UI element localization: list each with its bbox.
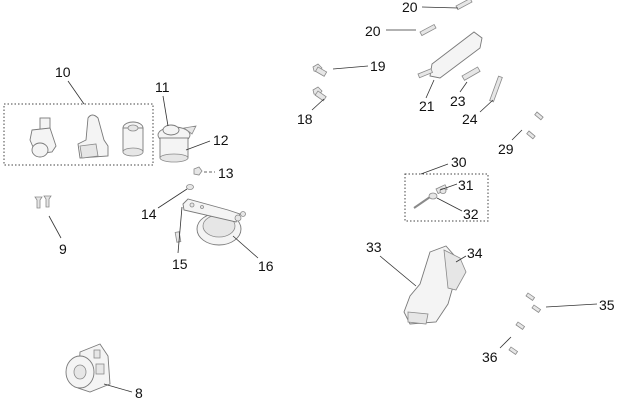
- spring-part-24: [489, 75, 503, 103]
- leader-12: [185, 140, 211, 151]
- screws-part-29: [526, 111, 544, 140]
- leader-23: [459, 81, 468, 93]
- cable-set-dashed-box: [404, 173, 489, 222]
- leader-33: [379, 255, 417, 287]
- lock-set-group: [3, 103, 154, 166]
- screws-part-36: [508, 321, 526, 356]
- callout-14: 14: [141, 206, 157, 222]
- callout-13: 13: [218, 165, 234, 181]
- leader-18: [311, 98, 325, 111]
- callout-33: 33: [366, 239, 382, 255]
- bracket-assembly-part-33: [403, 245, 467, 325]
- pin-part-20-upper: [455, 0, 473, 11]
- leader-19: [332, 65, 369, 70]
- callout-11: 11: [155, 79, 170, 95]
- bolt-part-18: [312, 86, 327, 102]
- callout-20-upper: 20: [402, 0, 418, 15]
- leader-24: [479, 99, 494, 113]
- callout-9: 9: [59, 241, 67, 257]
- leader-16: [232, 235, 259, 259]
- callout-20-lower: 20: [365, 23, 381, 39]
- leader-30: [420, 163, 449, 175]
- callout-23: 23: [450, 93, 466, 109]
- callout-8: 8: [135, 385, 143, 400]
- callout-31: 31: [458, 177, 474, 193]
- leader-31: [439, 183, 458, 191]
- callout-36: 36: [482, 349, 498, 365]
- leader-20-upper: [421, 6, 459, 9]
- leader-32: [436, 197, 463, 212]
- washer-part-14: [186, 184, 194, 190]
- callout-10: 10: [55, 64, 71, 80]
- callout-35: 35: [599, 297, 615, 313]
- callout-19: 19: [370, 58, 386, 74]
- leader-8: [103, 383, 133, 393]
- pad-part-23: [461, 66, 481, 81]
- lock-cylinder-part: [122, 121, 144, 157]
- pin-part-20-lower: [419, 23, 437, 37]
- screws-part-35: [525, 292, 542, 314]
- cable-set-group: [404, 173, 489, 222]
- leader-36: [499, 336, 512, 349]
- leader-9: [48, 215, 62, 239]
- callout-24: 24: [462, 111, 478, 127]
- callout-labels: 10 11 12 13 14 15 16 9 8 19 18 20 20 21 …: [55, 0, 615, 400]
- callout-30: 30: [451, 154, 467, 170]
- callout-21: 21: [419, 98, 435, 114]
- leader-15: [177, 206, 183, 254]
- leader-35: [545, 303, 598, 308]
- callout-15: 15: [172, 256, 188, 272]
- switch-housing-part-8: [65, 343, 111, 393]
- callout-18: 18: [297, 111, 313, 127]
- callout-34: 34: [467, 245, 483, 261]
- leader-10: [67, 80, 85, 105]
- bracket-part-21: [417, 31, 483, 79]
- bolt-part-19: [312, 63, 328, 77]
- callout-32: 32: [463, 206, 479, 222]
- leader-34: [455, 255, 467, 263]
- callout-16: 16: [258, 258, 274, 274]
- nut-part-13: [193, 166, 203, 176]
- ignition-switch-part: [157, 124, 197, 163]
- horn-part-16: [182, 198, 246, 246]
- leader-21: [425, 79, 435, 99]
- leader-11: [162, 95, 169, 127]
- ignition-lock-part: [29, 117, 57, 158]
- leader-14: [157, 188, 188, 209]
- lock-set-dashed-box: [3, 103, 154, 166]
- leader-lines: [48, 6, 598, 393]
- callout-29: 29: [498, 141, 514, 157]
- seat-lock-part: [77, 114, 109, 159]
- screws-part-9: [34, 195, 52, 209]
- callout-12: 12: [213, 132, 229, 148]
- leader-29: [511, 129, 523, 141]
- cable-connector-part: [413, 184, 448, 209]
